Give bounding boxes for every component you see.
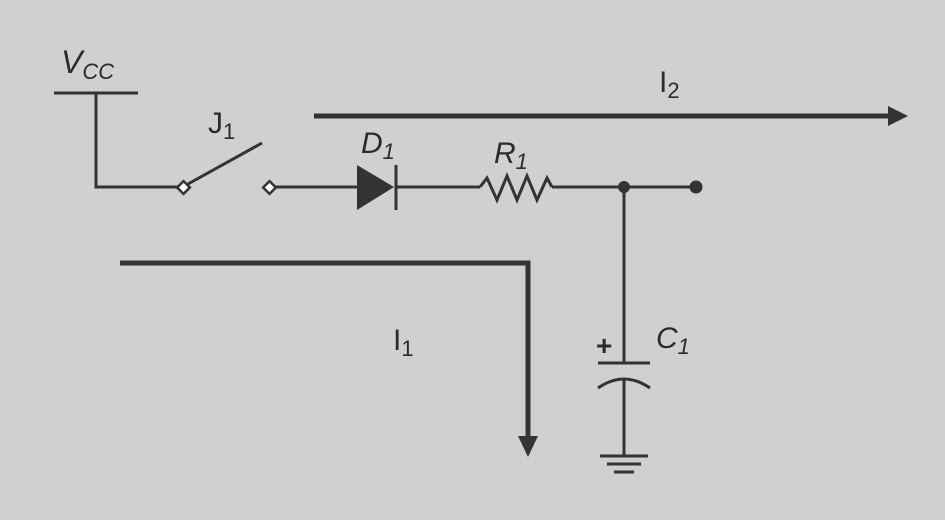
diode-label: D1: [361, 127, 395, 164]
resistor-label: R1: [494, 137, 528, 174]
ground-icon: [600, 454, 648, 474]
vcc-label: VCC: [61, 44, 114, 84]
current-1-arrowhead: [518, 436, 538, 457]
current-1-arrow-shaft: [120, 260, 531, 438]
current-2-arrowhead: [888, 106, 908, 126]
switch-blade: [187, 141, 263, 186]
resistor-symbol: [478, 172, 554, 204]
diode-symbol: [357, 165, 394, 210]
output-terminal: [689, 180, 703, 194]
wire-vcc-to-switch: [94, 93, 178, 189]
capacitor-polarity-label: +: [596, 330, 612, 361]
current-1-label: I1: [393, 324, 414, 361]
capacitor-label: C1: [656, 322, 690, 359]
current-2-label: I2: [659, 66, 680, 103]
switch-terminal-left: [175, 179, 192, 196]
switch-label: J1: [208, 107, 235, 144]
switch-terminal-right: [261, 179, 278, 196]
